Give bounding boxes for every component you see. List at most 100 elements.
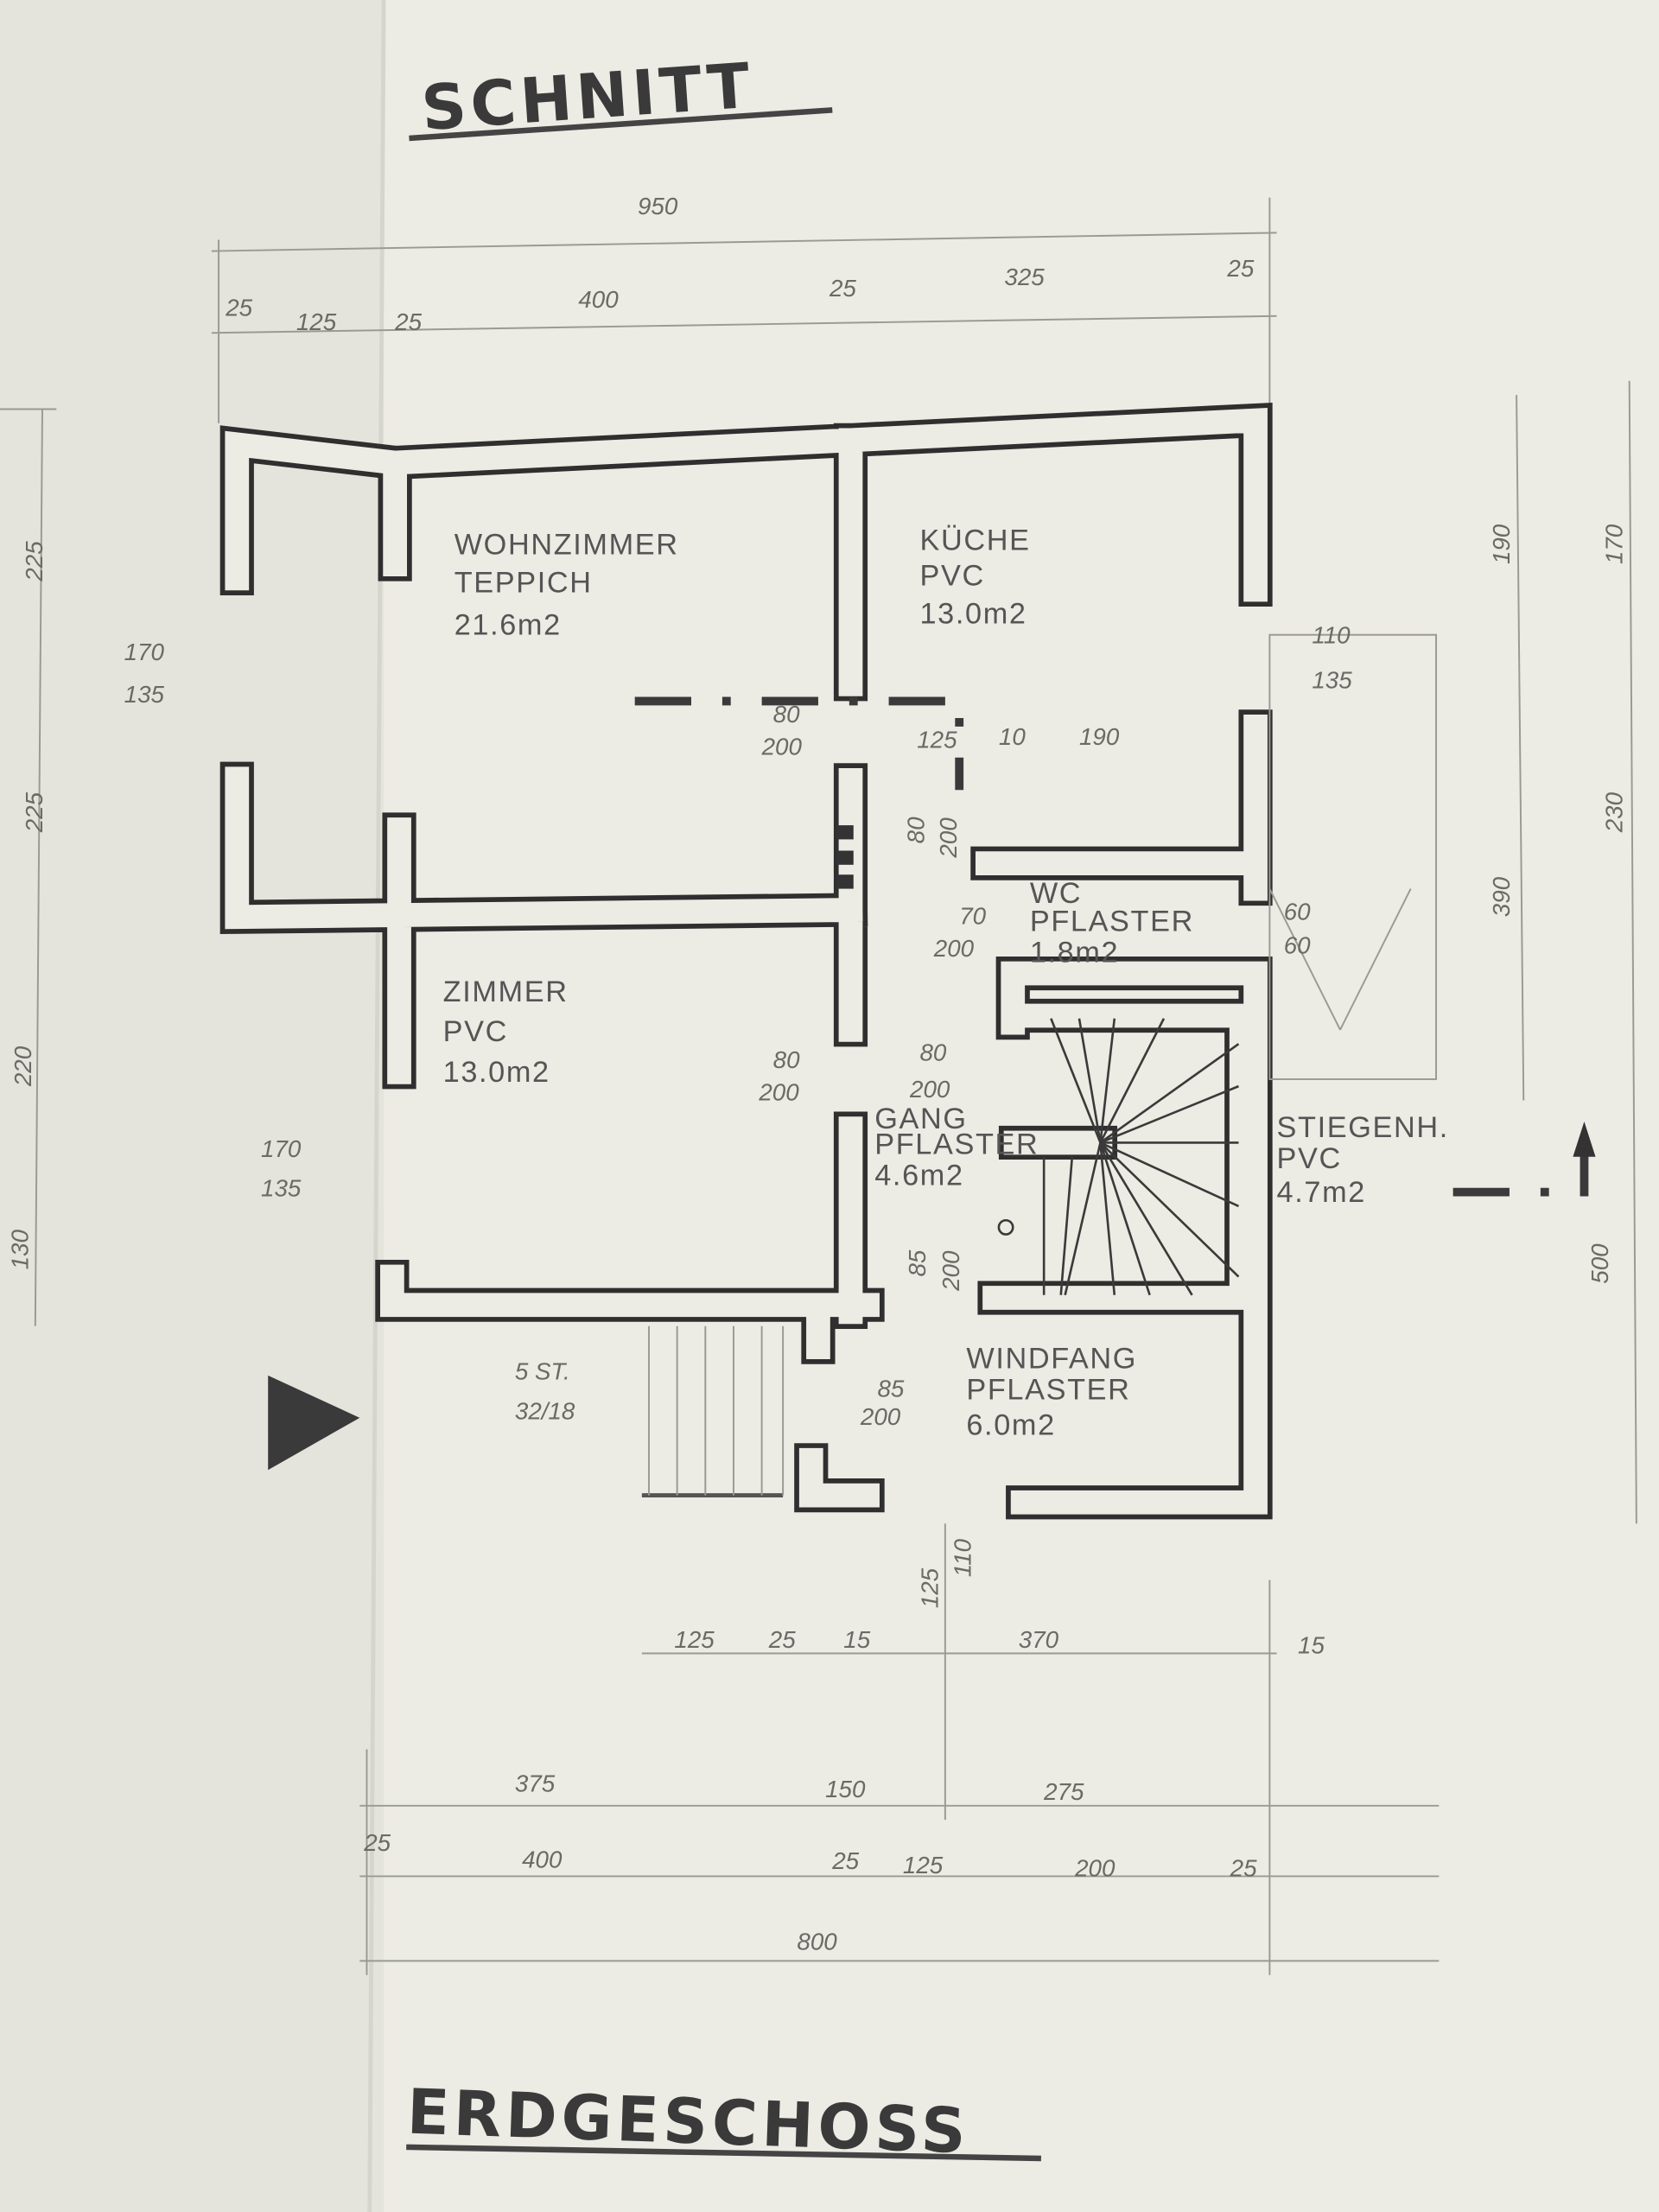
room-area: 1.8m2 [1030,936,1119,969]
dim-label: 200 [909,1076,950,1103]
entrance-arrow-icon [268,1375,360,1471]
stairs-ratio: 32/18 [515,1397,575,1424]
section-cut-line [634,696,964,791]
dim-label: 200 [758,1078,799,1105]
room-name: WC [1030,877,1082,910]
dim-label: 170 [261,1135,302,1162]
dim-label: 135 [124,681,165,708]
dim-label: 275 [1043,1778,1084,1805]
room-area: 13.0m2 [443,1056,550,1089]
right-dimensions: 190 170 230 390 500 110 135 [1312,524,1627,1284]
dim-label: 500 [1586,1243,1613,1284]
dim-label: 15 [843,1626,870,1653]
dim-label: 135 [261,1174,302,1201]
room-area: 6.0m2 [966,1408,1055,1441]
opening-dimensions: 80 200 125 10 190 80 200 70 200 60 60 80… [758,701,1311,1430]
dim-label: 25 [831,1847,859,1874]
dim-label: 70 [959,902,986,929]
dim-label: 225 [21,541,48,582]
dim-label: 110 [949,1538,976,1577]
room-area: 4.6m2 [874,1159,963,1192]
dim-label: 200 [860,1403,901,1430]
room-wohnzimmer: WOHNZIMMER TEPPICH 21.6m2 [454,529,679,642]
room-zimmer: ZIMMER PVC 13.0m2 [443,976,569,1089]
room-floor: PFLASTER [966,1374,1130,1407]
dim-label: 25 [768,1626,796,1653]
floor-title-underline [406,2144,1041,2162]
dim-label: 190 [1079,723,1120,750]
dim-label: 130 [7,1230,34,1270]
room-stiegenhaus: STIEGENH. PVC 4.7m2 [1277,1111,1449,1209]
room-floor: PVC [919,560,984,593]
dim-label: 170 [1601,524,1628,564]
dim-label: 15 [1298,1631,1325,1658]
room-floor: PVC [443,1015,508,1048]
dim-label: 170 [124,639,165,665]
dim-label: 25 [829,275,856,302]
dim-label: 230 [1601,791,1628,833]
section-arrow-icon [1573,1121,1596,1157]
dim-label: 85 [878,1375,905,1402]
room-name: GANG [874,1103,967,1135]
dim-label: 190 [1488,524,1515,564]
dim-label: 400 [578,286,619,313]
room-floor: PFLASTER [1030,906,1194,938]
dim-label: 25 [225,295,252,321]
room-name: STIEGENH. [1277,1111,1449,1144]
dim-label: 125 [917,726,957,753]
room-floor: PVC [1277,1142,1342,1175]
section-cut-line-right [1452,1149,1589,1197]
entrance-steps [648,633,1438,1496]
dim-label: 80 [773,701,800,728]
room-area: 13.0m2 [919,598,1027,631]
dim-label: 375 [515,1770,556,1796]
room-name: ZIMMER [443,976,569,1008]
dim-label: 25 [394,308,422,335]
dimension-lines [0,197,1637,1975]
dim-label: 800 [797,1928,837,1955]
room-name: WINDFANG [966,1343,1137,1376]
dim-label: 200 [935,817,962,859]
dim-label: 80 [773,1046,800,1073]
room-wc: WC PFLASTER 1.8m2 [1030,877,1194,969]
room-floor: TEPPICH [454,567,593,600]
room-gang: GANG PFLASTER 4.6m2 [874,1103,1039,1192]
dim-label: 125 [674,1626,715,1653]
dim-label: 150 [825,1776,866,1802]
dim-label: 135 [1312,667,1352,694]
walls [219,402,1273,1520]
dim-label: 200 [761,733,803,760]
dim-label: 125 [296,308,337,335]
room-area: 4.7m2 [1277,1176,1366,1209]
dim-label: 85 [904,1249,931,1276]
dim-label: 60 [1284,932,1311,959]
page-fold-shade [0,0,385,2212]
dim-label: 10 [999,723,1026,750]
dim-label: 200 [938,1250,964,1292]
top-dimensions: 950 25 125 25 400 25 325 25 [225,193,1255,335]
room-name: WOHNZIMMER [454,529,679,562]
dim-label: 370 [1019,1626,1059,1653]
dim-label: 325 [1004,264,1045,290]
dim-label: 125 [903,1852,944,1878]
dim-label: 80 [919,1039,946,1066]
dim-label: 25 [363,1829,391,1856]
room-floor: PFLASTER [874,1128,1039,1161]
page-fold-line [367,0,386,2212]
bottom-dimensions: 125 110 125 25 15 370 15 375 150 275 25 … [363,1538,1325,1955]
section-title-underline [409,107,833,142]
dim-label: 225 [21,791,48,833]
dim-label: 200 [933,935,975,962]
dim-label: 110 [1312,621,1351,648]
room-name: KÜCHE [919,524,1030,557]
room-kueche: KÜCHE PVC 13.0m2 [919,524,1030,631]
dim-label: 60 [1284,898,1311,925]
dim-label: 400 [522,1847,563,1873]
staircase [997,1018,1240,1296]
dim-label: 950 [638,193,678,219]
dim-label: 220 [10,1046,36,1087]
dim-label: 25 [1226,255,1254,282]
dim-label: 125 [917,1567,944,1608]
stairs-steps: 5 ST. [515,1358,570,1385]
